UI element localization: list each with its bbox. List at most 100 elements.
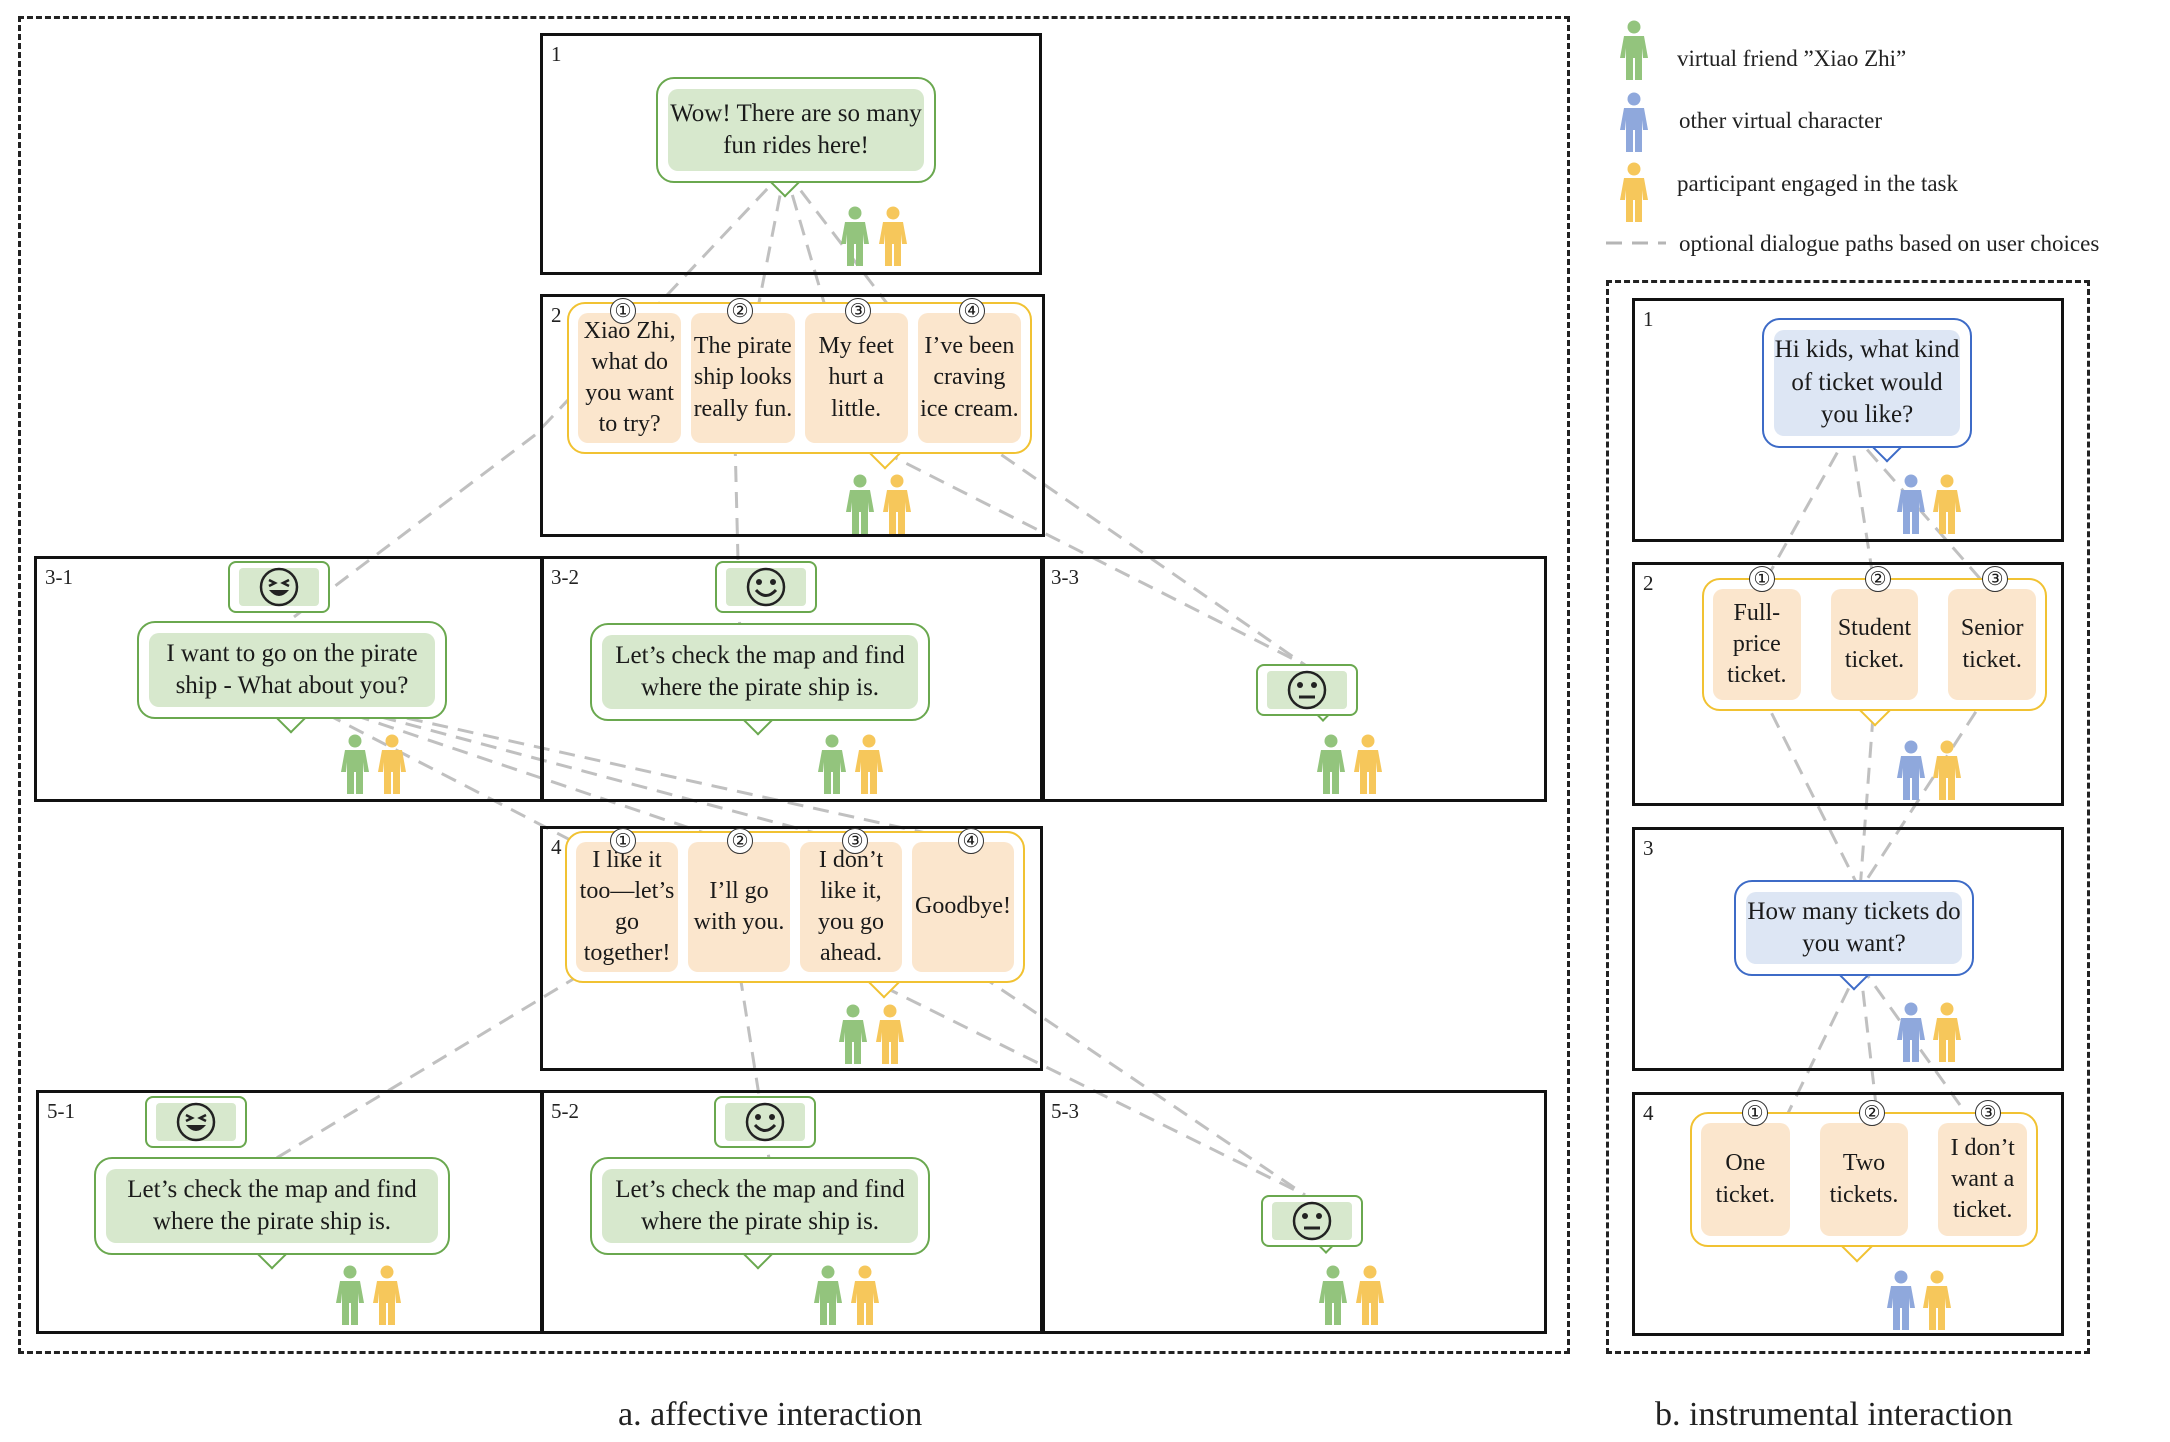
character-speech-bubble: How many tickets do you want? — [1734, 880, 1974, 976]
legend-green-person-icon — [1619, 20, 1649, 85]
speech-text: I want to go on the pirate ship - What a… — [149, 633, 435, 707]
affective-region — [18, 16, 1570, 1354]
blue-person-icon — [1896, 740, 1926, 805]
choice-option-3[interactable]: I don’t like it, you go ahead. — [800, 842, 902, 972]
option-number-1: ① — [610, 298, 636, 324]
choice-option-3[interactable]: I don’t want a ticket. — [1938, 1123, 2028, 1236]
green-person-icon — [340, 734, 370, 799]
panel-label: 3-3 — [1051, 565, 1079, 589]
blue-person-icon — [1886, 1270, 1916, 1335]
panel-label: 3-1 — [45, 565, 73, 589]
panel-label: 3-2 — [551, 565, 579, 589]
smiling-face-icon — [745, 1102, 785, 1142]
option-number-2: ② — [1859, 1100, 1885, 1126]
panel-label: 4 — [1643, 1101, 1654, 1125]
speech-text: Let’s check the map and find where the p… — [602, 1169, 918, 1243]
choice-option-4[interactable]: Goodbye! — [912, 842, 1014, 972]
legend-blue-person-icon — [1619, 92, 1649, 157]
affective-panel-3-2: 3-2 — [540, 556, 1045, 802]
choice-option-1[interactable]: Xiao Zhi, what do you want to try? — [578, 313, 682, 443]
yellow-person-icon — [850, 1265, 880, 1330]
speech-text: Let’s check the map and find where the p… — [106, 1169, 438, 1243]
panel-label: 5-3 — [1051, 1099, 1079, 1123]
affective-panel-4: 4 — [540, 826, 1043, 1071]
green-person-icon — [817, 734, 847, 799]
affective-panel-1: 1 — [540, 33, 1042, 275]
choice-option-2[interactable]: The pirate ship looks really fun. — [691, 313, 795, 443]
choice-option-3[interactable]: My feet hurt a little. — [804, 313, 908, 443]
affective-panel-3-3: 3-3 — [1040, 556, 1547, 802]
xiaozhi-speech-bubble: Wow! There are so many fun rides here! — [656, 77, 936, 183]
legend-yellow-person-icon — [1619, 162, 1649, 227]
panel-label: 4 — [551, 835, 562, 859]
green-person-icon — [1318, 1265, 1348, 1330]
user-choice-bubble: Full-price ticket. Student ticket. Senio… — [1702, 578, 2047, 711]
blue-person-icon — [1896, 474, 1926, 539]
choice-option-2[interactable]: Student ticket. — [1830, 589, 1919, 700]
character-speech-bubble: Hi kids, what kind of ticket would you l… — [1762, 318, 1972, 448]
emotion-indicator — [145, 1096, 247, 1148]
user-choice-bubble: Xiao Zhi, what do you want to try? The p… — [567, 302, 1032, 454]
green-person-icon — [335, 1265, 365, 1330]
instrumental-panel-2: 2 — [1632, 562, 2064, 806]
speech-text: Hi kids, what kind of ticket would you l… — [1774, 330, 1960, 436]
emotion-indicator — [1256, 664, 1358, 716]
green-person-icon — [840, 206, 870, 271]
option-number-1: ① — [610, 828, 636, 854]
option-number-1: ① — [1742, 1100, 1768, 1126]
choice-option-1[interactable]: One ticket. — [1701, 1123, 1790, 1236]
yellow-person-icon — [1932, 474, 1962, 539]
yellow-person-icon — [1932, 1002, 1962, 1067]
legend-blue-label: other virtual character — [1679, 108, 1883, 133]
xiaozhi-speech-bubble: Let’s check the map and find where the p… — [590, 623, 930, 721]
legend-green-label: virtual friend ”Xiao Zhi” — [1677, 46, 1907, 71]
green-person-icon — [838, 1004, 868, 1069]
yellow-person-icon — [878, 206, 908, 271]
option-number-1: ① — [1749, 566, 1775, 592]
choice-option-1[interactable]: Full-price ticket. — [1713, 589, 1801, 700]
xiaozhi-speech-bubble: I want to go on the pirate ship - What a… — [137, 621, 447, 719]
option-number-4: ④ — [958, 828, 984, 854]
xiaozhi-speech-bubble: Let’s check the map and find where the p… — [590, 1157, 930, 1255]
instrumental-region — [1606, 280, 2090, 1354]
instrumental-panel-4: 4 — [1632, 1092, 2064, 1336]
panel-label: 2 — [1643, 571, 1654, 595]
emotion-indicator — [715, 561, 817, 613]
choice-option-3[interactable]: Senior ticket. — [1948, 589, 2037, 700]
speech-text: How many tickets do you want? — [1746, 892, 1962, 964]
option-number-2: ② — [727, 298, 753, 324]
option-number-2: ② — [1865, 566, 1891, 592]
panel-label: 1 — [1643, 307, 1654, 331]
instrumental-panel-3: 3 — [1632, 827, 2064, 1071]
panel-label: 5-1 — [47, 1099, 75, 1123]
option-number-4: ④ — [959, 298, 985, 324]
choice-option-1[interactable]: I like it too—let’s go together! — [576, 842, 678, 972]
speech-text: Wow! There are so many fun rides here! — [668, 89, 924, 171]
yellow-person-icon — [1932, 740, 1962, 805]
caption-instrumental: b. instrumental interaction — [1655, 1396, 2013, 1433]
yellow-person-icon — [1355, 1265, 1385, 1330]
choice-option-2[interactable]: Two tickets. — [1819, 1123, 1909, 1236]
yellow-person-icon — [854, 734, 884, 799]
yellow-person-icon — [875, 1004, 905, 1069]
blue-person-icon — [1896, 1002, 1926, 1067]
panel-label: 2 — [551, 303, 562, 327]
legend-dashed-label: optional dialogue paths based on user ch… — [1679, 231, 2100, 256]
neutral-face-icon — [1287, 670, 1327, 710]
choice-option-2[interactable]: I’ll go with you. — [688, 842, 790, 972]
affective-panel-5-3: 5-3 — [1040, 1090, 1547, 1334]
legend-dashed-line-icon — [1606, 241, 1666, 245]
xiaozhi-speech-bubble: Let’s check the map and find where the p… — [94, 1157, 450, 1255]
legend-yellow-label: participant engaged in the task — [1677, 171, 1959, 196]
option-number-3: ③ — [845, 298, 871, 324]
green-person-icon — [813, 1265, 843, 1330]
choice-option-4[interactable]: I’ve been craving ice cream. — [917, 313, 1021, 443]
grinning-squint-face-icon — [176, 1102, 216, 1142]
user-choice-bubble: I like it too—let’s go together! I’ll go… — [565, 831, 1025, 983]
option-number-2: ② — [727, 828, 753, 854]
instrumental-panel-1: 1 — [1632, 298, 2064, 542]
yellow-person-icon — [882, 474, 912, 539]
green-person-icon — [845, 474, 875, 539]
yellow-person-icon — [377, 734, 407, 799]
neutral-face-icon — [1292, 1201, 1332, 1241]
